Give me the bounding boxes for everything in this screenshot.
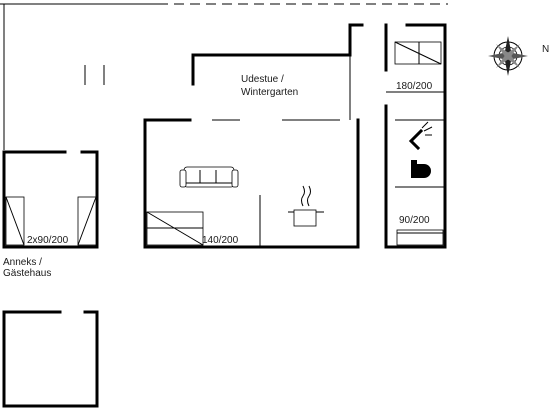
room-label-sunroom-2: Wintergarten bbox=[241, 87, 298, 98]
annex-building bbox=[2, 310, 99, 408]
bed-label-master: 180/200 bbox=[396, 81, 433, 92]
sofa-icon bbox=[179, 166, 239, 188]
compass-north-label: N bbox=[542, 44, 549, 55]
compass-icon bbox=[488, 36, 528, 76]
bed-label-annex: 2x90/200 bbox=[27, 235, 69, 246]
toilet-icon bbox=[411, 160, 431, 178]
annex-room bbox=[2, 150, 99, 249]
annex-label-2: Gästehaus bbox=[3, 268, 51, 279]
room-label-sunroom-1: Udestue / bbox=[241, 74, 284, 85]
annex-label-1: Anneks / bbox=[3, 257, 42, 268]
bed-single bbox=[396, 229, 444, 246]
bed-label-single: 90/200 bbox=[399, 215, 430, 226]
bed-master bbox=[394, 41, 442, 65]
shower-icon bbox=[408, 121, 433, 151]
kitchen-pot-icon bbox=[288, 185, 324, 227]
bed-label-double: 140/200 bbox=[202, 235, 239, 246]
bed-double bbox=[146, 211, 204, 246]
main-house-walls bbox=[0, 3, 448, 249]
